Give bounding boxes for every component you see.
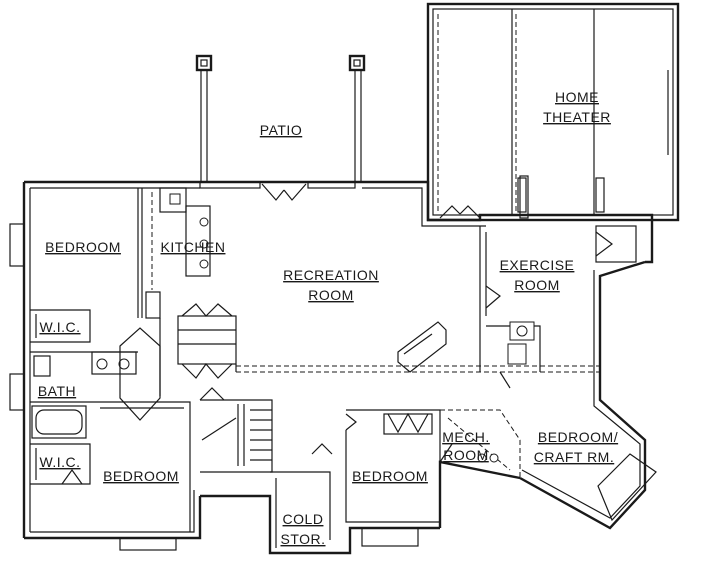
label-wic-upper: W.I.C. [39,319,80,335]
label-exercise-line-2: ROOM [514,277,560,293]
label-bedroom-craft-line-1: BEDROOM/ [538,429,618,445]
label-bedroom-craft-line-2: CRAFT RM. [534,449,614,465]
windows [9,175,657,551]
label-exercise-line-1: EXERCISE [500,257,575,273]
label-patio: PATIO [260,122,302,138]
label-mech-line-2: ROOM [443,447,489,463]
label-bath: BATH [38,383,76,399]
label-bedroom-nw: BEDROOM [45,239,121,255]
label-kitchen: KITCHEN [161,239,226,255]
label-home-theater-line-1: HOME [555,89,599,105]
label-wic-lower: W.I.C. [39,454,80,470]
outer-walls [22,180,654,555]
label-bedroom-sw: BEDROOM [103,468,179,484]
label-cold-stor-line-1: COLD [283,511,324,527]
label-recreation-line-1: RECREATION [283,267,379,283]
label-cold-stor-line-2: STOR. [280,531,325,547]
patio-doors [261,183,481,219]
label-mech-line-1: MECH. [442,429,490,445]
label-bedroom-s: BEDROOM [352,468,428,484]
interior-walls [30,187,637,548]
patio-area [195,54,366,182]
label-home-theater-line-2: THEATER [543,109,611,125]
label-recreation-line-2: ROOM [308,287,354,303]
room-labels: PATIO HOME THEATER BEDROOM KITCHEN RECRE… [38,89,618,547]
